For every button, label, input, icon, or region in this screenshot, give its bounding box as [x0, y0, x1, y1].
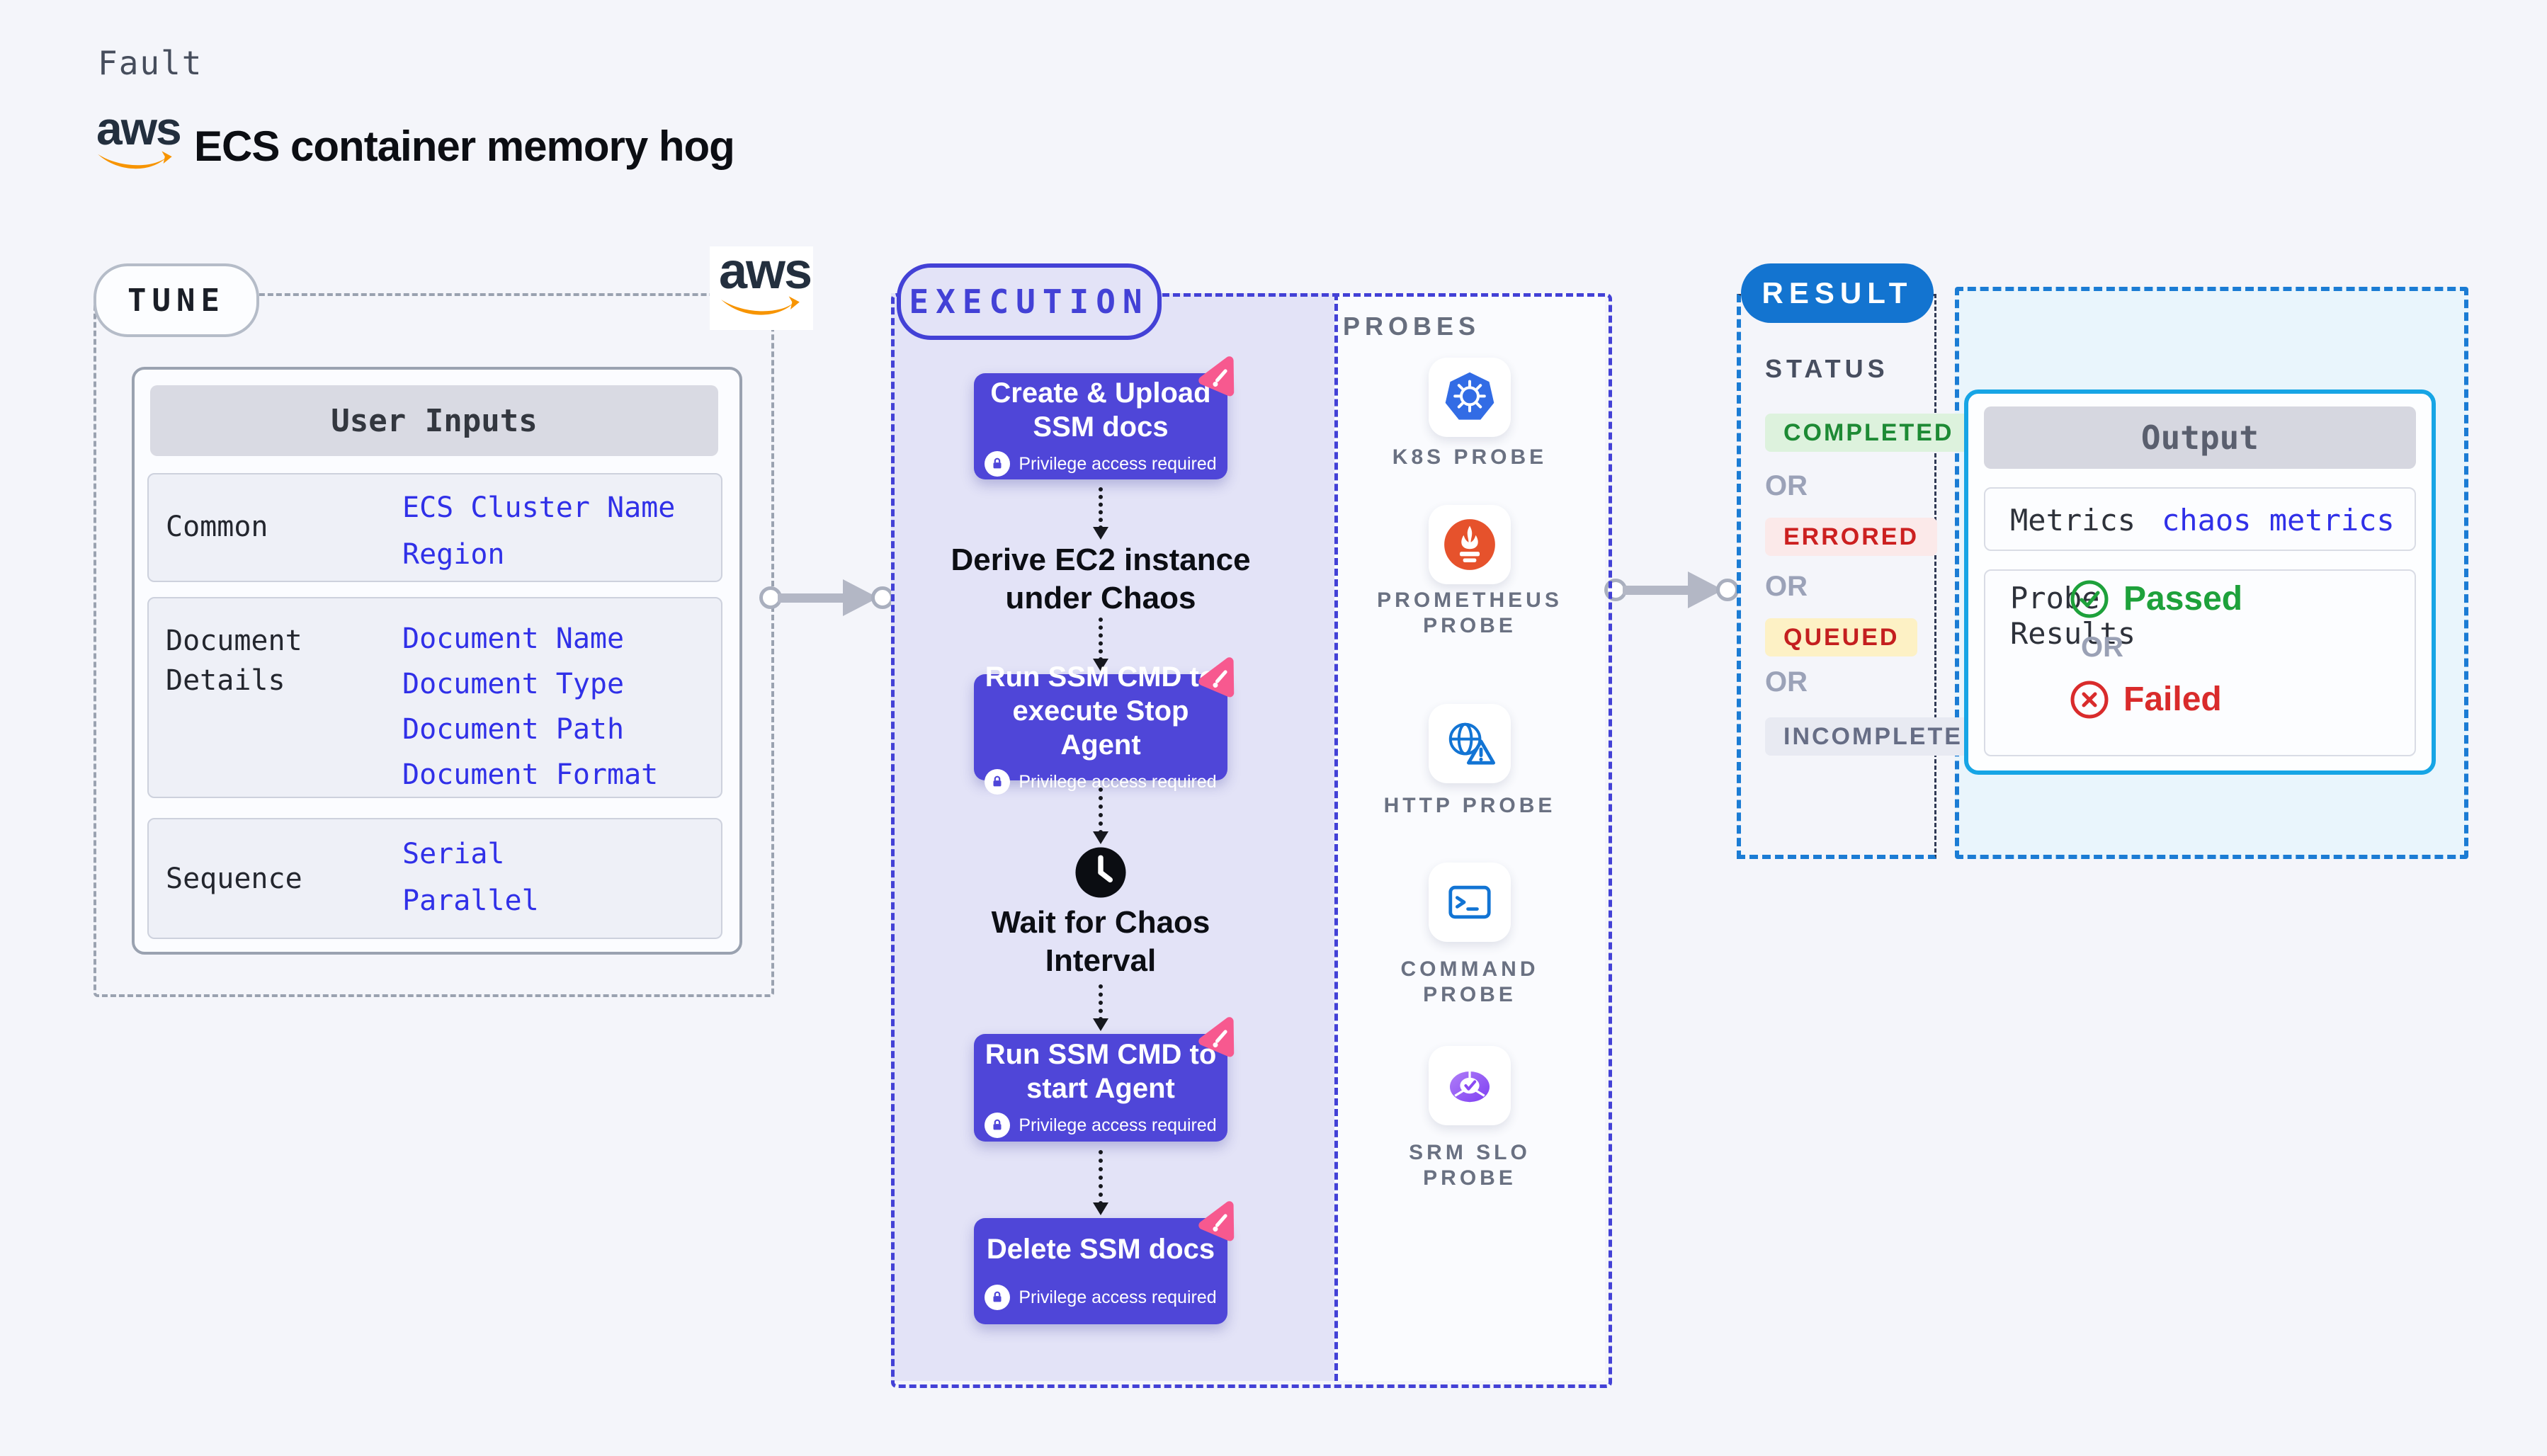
group-label: Document Details [166, 625, 302, 697]
input-group-sequence: Sequence Serial Parallel [147, 818, 722, 939]
metrics-label: Metrics [2010, 503, 2136, 538]
step-delete-ssm-docs: Delete SSM docs Privilege access require… [974, 1201, 1235, 1324]
probe-results-label: Probe Results [2010, 581, 2136, 651]
link-document-format[interactable]: Document Format [402, 758, 659, 791]
step-run-ssm-stop-agent: Run SSM CMD to execute Stop Agent Privil… [974, 657, 1235, 795]
lock-icon [985, 1285, 1011, 1310]
input-group-document-details: Document Details Document Name Document … [147, 597, 722, 798]
fault-eyebrow: Fault [98, 44, 203, 82]
privilege-badge: Privilege access required [985, 451, 1217, 477]
tune-to-execution-arrow [759, 579, 894, 616]
command-probe-icon [1429, 863, 1511, 942]
aws-logo: aws [96, 102, 182, 181]
probes-label: PROBES [1343, 312, 1481, 341]
output-header: Output [1984, 406, 2416, 469]
result-badge: RESULT [1741, 263, 1934, 323]
metrics-row [1984, 487, 2416, 551]
step-title: Delete SSM docs [986, 1234, 1215, 1265]
step-run-ssm-start-agent: Run SSM CMD to start Agent Privilege acc… [974, 1017, 1235, 1142]
tune-section-box [93, 293, 774, 997]
x-circle-icon [2068, 678, 2111, 721]
link-ecs-cluster-name[interactable]: ECS Cluster Name [402, 491, 676, 524]
group-label: Sequence [166, 863, 302, 895]
step-create-upload-ssm-docs: Create & Upload SSM docs Privilege acces… [974, 356, 1235, 479]
lock-icon [985, 769, 1011, 795]
chaos-corner-icon [1198, 356, 1235, 397]
aws-corner-logo: aws [710, 246, 813, 330]
or-separator: OR [1765, 571, 1808, 602]
arrow-shaft [1623, 586, 1689, 595]
probe-results-row [1984, 569, 2416, 756]
flow-arrow-down-icon [1093, 487, 1108, 540]
note-wait-interval: Wait for Chaos Interval [991, 905, 1210, 978]
aws-swoosh-icon [721, 296, 800, 315]
note-derive-ec2: Derive EC2 instance under Chaos [951, 542, 1251, 615]
flow-arrow-down-icon [1093, 984, 1108, 1031]
status-badge-incompleted: INCOMPLETED [1765, 717, 2001, 756]
link-document-type[interactable]: Document Type [402, 668, 625, 700]
check-circle-icon [2068, 578, 2111, 620]
http-probe-icon [1429, 704, 1511, 783]
execution-to-result-arrow [1604, 571, 1739, 608]
lock-icon [985, 451, 1011, 477]
link-document-name[interactable]: Document Name [402, 622, 625, 655]
aws-swoosh-icon [98, 151, 172, 169]
link-serial[interactable]: Serial [402, 838, 505, 870]
prometheus-probe-icon [1429, 505, 1511, 584]
tune-badge: TUNE [93, 263, 259, 337]
link-region[interactable]: Region [402, 538, 505, 571]
chaos-corner-icon [1198, 1017, 1235, 1057]
chaos-metrics-link[interactable]: chaos metrics [2162, 503, 2395, 538]
probes-area [1334, 293, 1605, 1381]
chaos-corner-icon [1198, 657, 1235, 698]
step-title: Run SSM CMD to execute Stop Agent [985, 661, 1217, 761]
probe-label-srm-slo: SRM SLO PROBE [1409, 1141, 1531, 1190]
privilege-badge: Privilege access required [985, 1285, 1217, 1310]
probe-label-command: COMMAND PROBE [1400, 957, 1539, 1006]
group-label: Common [166, 511, 268, 543]
flow-arrow-down-icon [1093, 618, 1108, 671]
privilege-badge: Privilege access required [985, 1113, 1217, 1138]
link-parallel[interactable]: Parallel [402, 885, 539, 917]
status-badge-errored: ERRORED [1765, 518, 1938, 556]
arrow-shaft [778, 593, 844, 603]
chaos-corner-icon [1198, 1201, 1235, 1241]
srm-slo-probe-icon [1429, 1046, 1511, 1125]
flow-arrow-down-icon [1093, 787, 1108, 844]
or-separator: OR [1765, 470, 1808, 501]
or-separator: OR [1765, 666, 1808, 698]
page-title: ECS container memory hog [194, 123, 735, 170]
flow-arrow-down-icon [1093, 1150, 1108, 1215]
failed-label: Failed [2123, 681, 2222, 718]
user-inputs-header: User Inputs [150, 385, 718, 456]
execution-section-box [891, 293, 1612, 1388]
passed-label: Passed [2123, 580, 2243, 618]
or-separator: OR [2081, 632, 2123, 663]
status-label: STATUS [1765, 354, 1889, 383]
privilege-badge: Privilege access required [985, 769, 1217, 795]
execution-badge: EXECUTION [897, 263, 1162, 340]
k8s-probe-icon [1429, 358, 1511, 437]
status-badge-queued: QUEUED [1765, 618, 1918, 656]
aws-logo-text: aws [96, 102, 182, 154]
status-badge-completed: COMPLETED [1765, 414, 1973, 452]
lock-icon [985, 1113, 1011, 1138]
step-title: Run SSM CMD to start Agent [985, 1039, 1217, 1104]
link-document-path[interactable]: Document Path [402, 713, 625, 746]
connector-dot [1716, 579, 1739, 601]
clock-icon [1074, 846, 1127, 899]
probe-label-prometheus: PROMETHEUS PROBE [1377, 588, 1562, 637]
probe-label-http: HTTP PROBE [1383, 794, 1556, 817]
aws-logo-text: aws [719, 243, 812, 300]
step-title: Create & Upload SSM docs [990, 377, 1211, 443]
probe-label-k8s: K8S PROBE [1392, 445, 1548, 469]
input-group-common: Common ECS Cluster Name Region [147, 473, 722, 582]
